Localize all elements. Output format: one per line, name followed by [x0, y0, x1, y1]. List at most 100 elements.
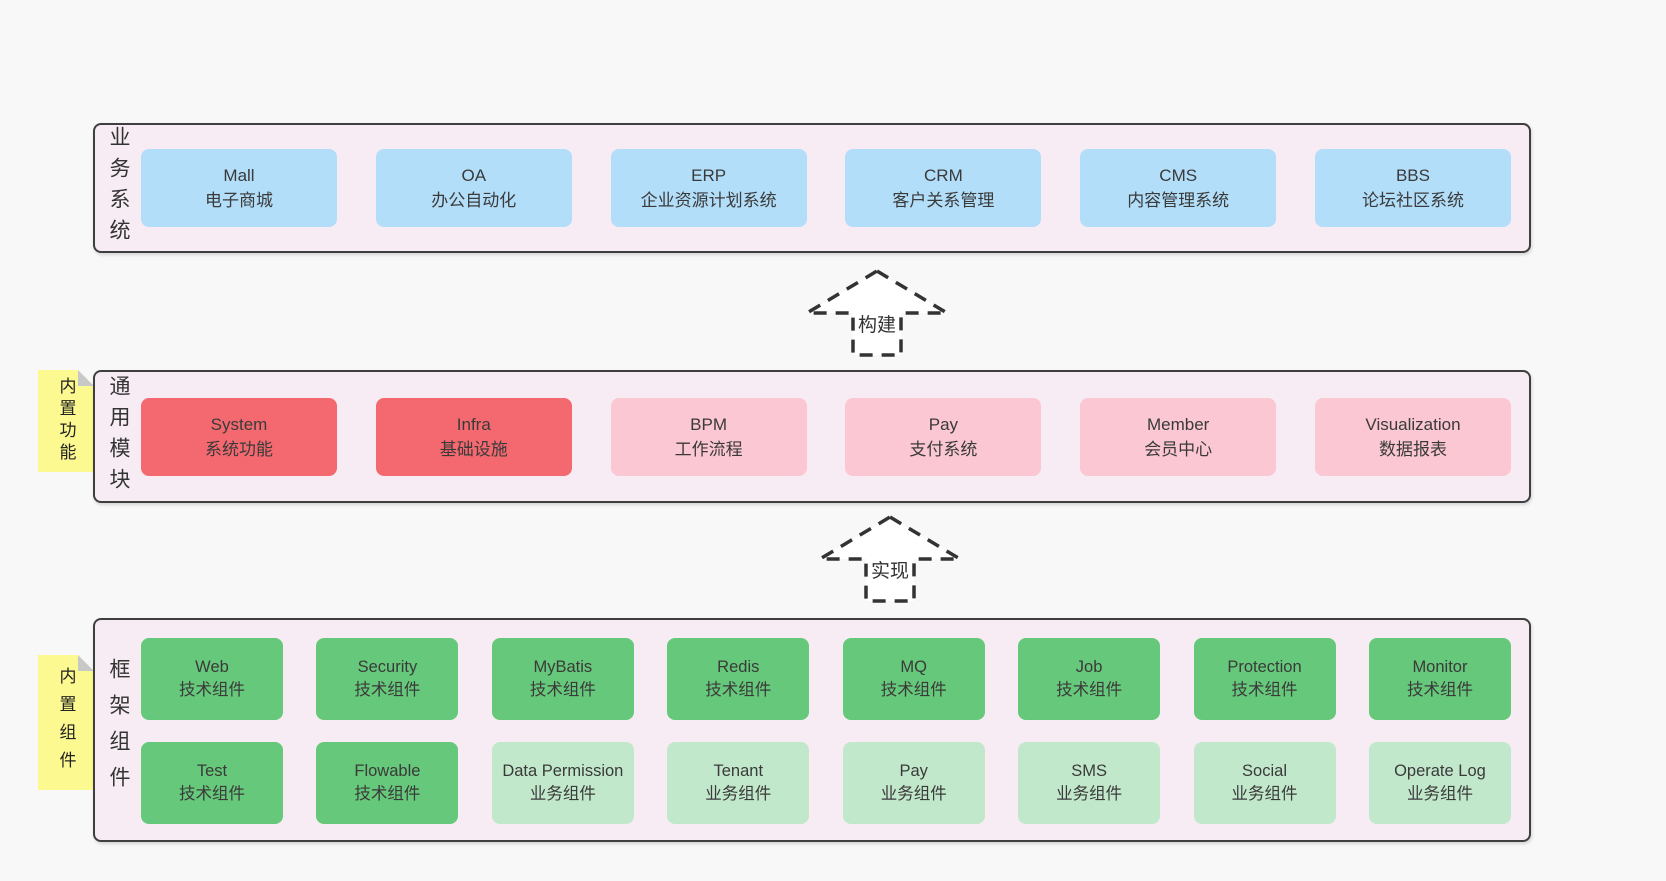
box-subtitle: 会员中心	[1144, 439, 1213, 459]
box-subtitle: 业务组件	[1406, 785, 1473, 803]
box-title: ERP	[691, 166, 727, 185]
box-subtitle: 基础设施	[439, 439, 508, 459]
arrow-label: 构建	[856, 315, 898, 337]
box-subtitle: 数据报表	[1378, 439, 1447, 459]
dashed-up-arrow-icon	[804, 268, 950, 357]
box-subtitle: 业务组件	[705, 785, 772, 803]
box-title: Mall	[223, 166, 255, 185]
box-protection: Protection 技术组件	[1193, 638, 1336, 720]
box-test: Test 技术组件	[141, 742, 283, 824]
box-tenant: Tenant 业务组件	[667, 742, 810, 824]
box-title: Protection	[1227, 658, 1302, 676]
box-subtitle: 技术组件	[705, 681, 772, 699]
box-data-permission: Data Permission 业务组件	[491, 742, 634, 824]
box-title: Tenant	[713, 762, 764, 780]
panel-title: 通用模块	[107, 374, 130, 499]
box-subtitle: 技术组件	[179, 681, 245, 699]
box-member: Member 会员中心	[1080, 397, 1277, 476]
box-title: Security	[357, 658, 418, 676]
box-title: BBS	[1395, 166, 1430, 185]
panel-title: 框架组件	[107, 658, 130, 802]
implement-arrow: 实现	[817, 514, 963, 604]
box-subtitle: 系统功能	[205, 439, 273, 459]
box-subtitle: 内容管理系统	[1127, 191, 1230, 210]
box-bpm: BPM 工作流程	[610, 397, 807, 476]
box-subtitle: 业务组件	[1231, 785, 1298, 803]
box-title: SMS	[1071, 762, 1107, 780]
box-title: BPM	[690, 414, 728, 434]
sticky-note-builtin-components: 内置组件	[38, 655, 94, 790]
box-subtitle: 技术组件	[529, 681, 596, 699]
box-subtitle: 技术组件	[1056, 681, 1123, 699]
box-system: System 系统功能	[141, 397, 337, 476]
build-arrow: 构建	[804, 268, 950, 358]
box-visualization: Visualization 数据报表	[1314, 397, 1511, 476]
box-title: Job	[1075, 658, 1103, 676]
box-job: Job 技术组件	[1018, 638, 1161, 720]
box-title: Infra	[456, 414, 491, 434]
box-bbs: BBS 论坛社区系统	[1314, 149, 1511, 227]
panel-title: 业务系统	[107, 126, 130, 250]
box-subtitle: 业务组件	[1056, 785, 1123, 803]
sticky-note-builtin-features: 内置功能	[38, 370, 94, 472]
box-subtitle: 技术组件	[880, 681, 947, 699]
box-subtitle: 办公自动化	[431, 191, 517, 210]
box-flowable: Flowable 技术组件	[316, 742, 459, 824]
box-title: Data Permission	[502, 762, 624, 780]
box-subtitle: 客户关系管理	[892, 191, 995, 210]
box-title: Web	[195, 658, 229, 676]
box-redis: Redis 技术组件	[667, 638, 810, 720]
box-operate-log: Operate Log 业务组件	[1368, 742, 1511, 824]
box-mybatis: MyBatis 技术组件	[491, 638, 634, 720]
box-title: MyBatis	[533, 658, 593, 676]
box-title: OA	[461, 166, 487, 185]
box-subtitle: 论坛社区系统	[1361, 191, 1464, 210]
folded-corner-icon	[78, 370, 94, 386]
box-security: Security 技术组件	[316, 638, 459, 720]
box-subtitle: 支付系统	[909, 439, 978, 459]
box-subtitle: 业务组件	[880, 785, 947, 803]
arrow-label: 实现	[869, 561, 911, 583]
box-infra: Infra 基础设施	[375, 397, 572, 476]
box-subtitle: 技术组件	[1231, 681, 1298, 699]
box-title: Flowable	[354, 762, 421, 780]
box-crm: CRM 客户关系管理	[845, 149, 1042, 227]
box-title: Member	[1147, 414, 1210, 434]
box-title: CMS	[1159, 166, 1198, 185]
box-subtitle: 技术组件	[354, 681, 421, 699]
box-oa: OA 办公自动化	[375, 149, 572, 227]
box-subtitle: 技术组件	[1406, 681, 1473, 699]
box-subtitle: 技术组件	[354, 785, 421, 803]
sticky-note-label: 内置组件	[56, 666, 76, 779]
box-cms: CMS 内容管理系统	[1080, 149, 1277, 227]
box-subtitle: 电子商城	[205, 191, 273, 210]
box-subtitle: 业务组件	[529, 785, 596, 803]
box-mall: Mall 电子商城	[141, 149, 337, 227]
box-title: Visualization	[1365, 414, 1461, 434]
folded-corner-icon	[78, 655, 94, 671]
box-title: System	[210, 414, 268, 434]
box-title: Test	[196, 762, 228, 780]
box-title: Operate Log	[1394, 762, 1486, 780]
box-title: CRM	[924, 166, 963, 185]
box-title: Pay	[899, 762, 928, 780]
box-title: Redis	[717, 658, 760, 676]
box-subtitle: 工作流程	[674, 439, 743, 459]
box-subtitle: 技术组件	[179, 785, 245, 803]
